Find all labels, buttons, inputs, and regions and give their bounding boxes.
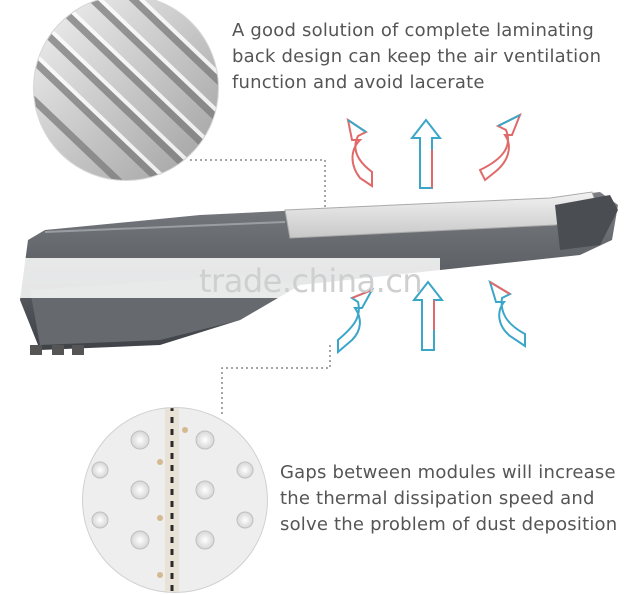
caption-line: solve the problem of dust deposition xyxy=(280,514,618,535)
caption-line: back design can keep the air ventilation xyxy=(232,46,602,67)
led-module-closeup xyxy=(82,407,268,593)
caption-laminating-back: A good solution of complete laminating b… xyxy=(232,18,632,96)
caption-line: the thermal dissipation speed and xyxy=(280,488,595,509)
airflow-arrows-up xyxy=(346,112,522,189)
caption-line: function and avoid lacerate xyxy=(232,72,485,93)
caption-line: A good solution of complete laminating xyxy=(232,20,595,41)
airflow-arrows-lower xyxy=(337,279,526,355)
connector-bottom xyxy=(221,345,331,415)
heatsink-closeup xyxy=(33,0,219,181)
watermark: trade.china.cn xyxy=(199,262,423,300)
caption-line: Gaps between modules will increase xyxy=(280,462,616,483)
caption-module-gaps: Gaps between modules will increase the t… xyxy=(280,460,635,538)
connector-top xyxy=(190,159,326,215)
